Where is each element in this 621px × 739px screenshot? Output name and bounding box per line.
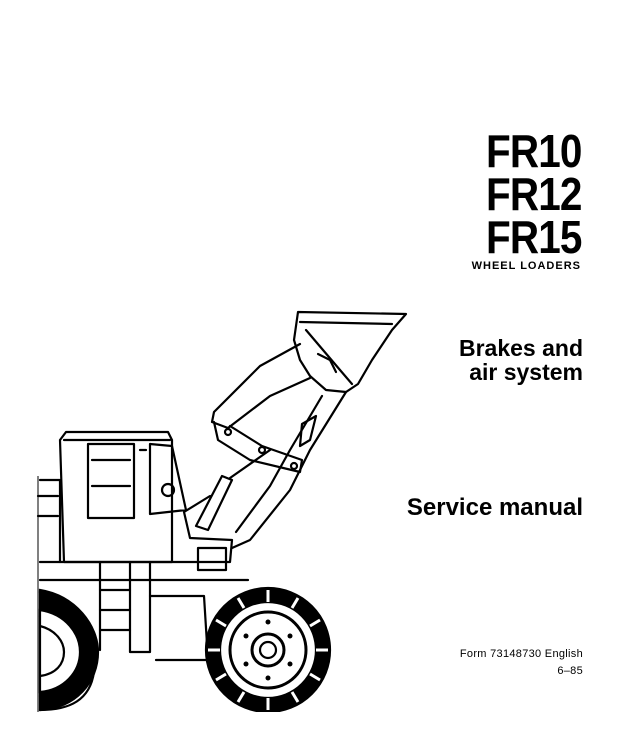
model-list: FR10 FR12 FR15 — [473, 125, 582, 263]
manual-topic: Brakes and air system — [459, 336, 583, 384]
issue-date: 6–85 — [557, 665, 583, 677]
model-fr12: FR12 — [485, 168, 582, 220]
product-subtitle: WHEEL LOADERS — [471, 260, 581, 272]
document-type: Service manual — [406, 494, 583, 521]
topic-line-2: air system — [469, 359, 583, 385]
topic-line-1: Brakes and — [458, 335, 583, 361]
model-fr15: FR15 — [485, 211, 582, 263]
front-wheel — [204, 586, 332, 712]
wheel-loader-illustration — [36, 310, 408, 712]
form-info: Form 73148730 English 6–85 — [460, 646, 583, 680]
model-fr10: FR10 — [485, 125, 582, 177]
form-number: Form 73148730 English — [459, 648, 583, 660]
